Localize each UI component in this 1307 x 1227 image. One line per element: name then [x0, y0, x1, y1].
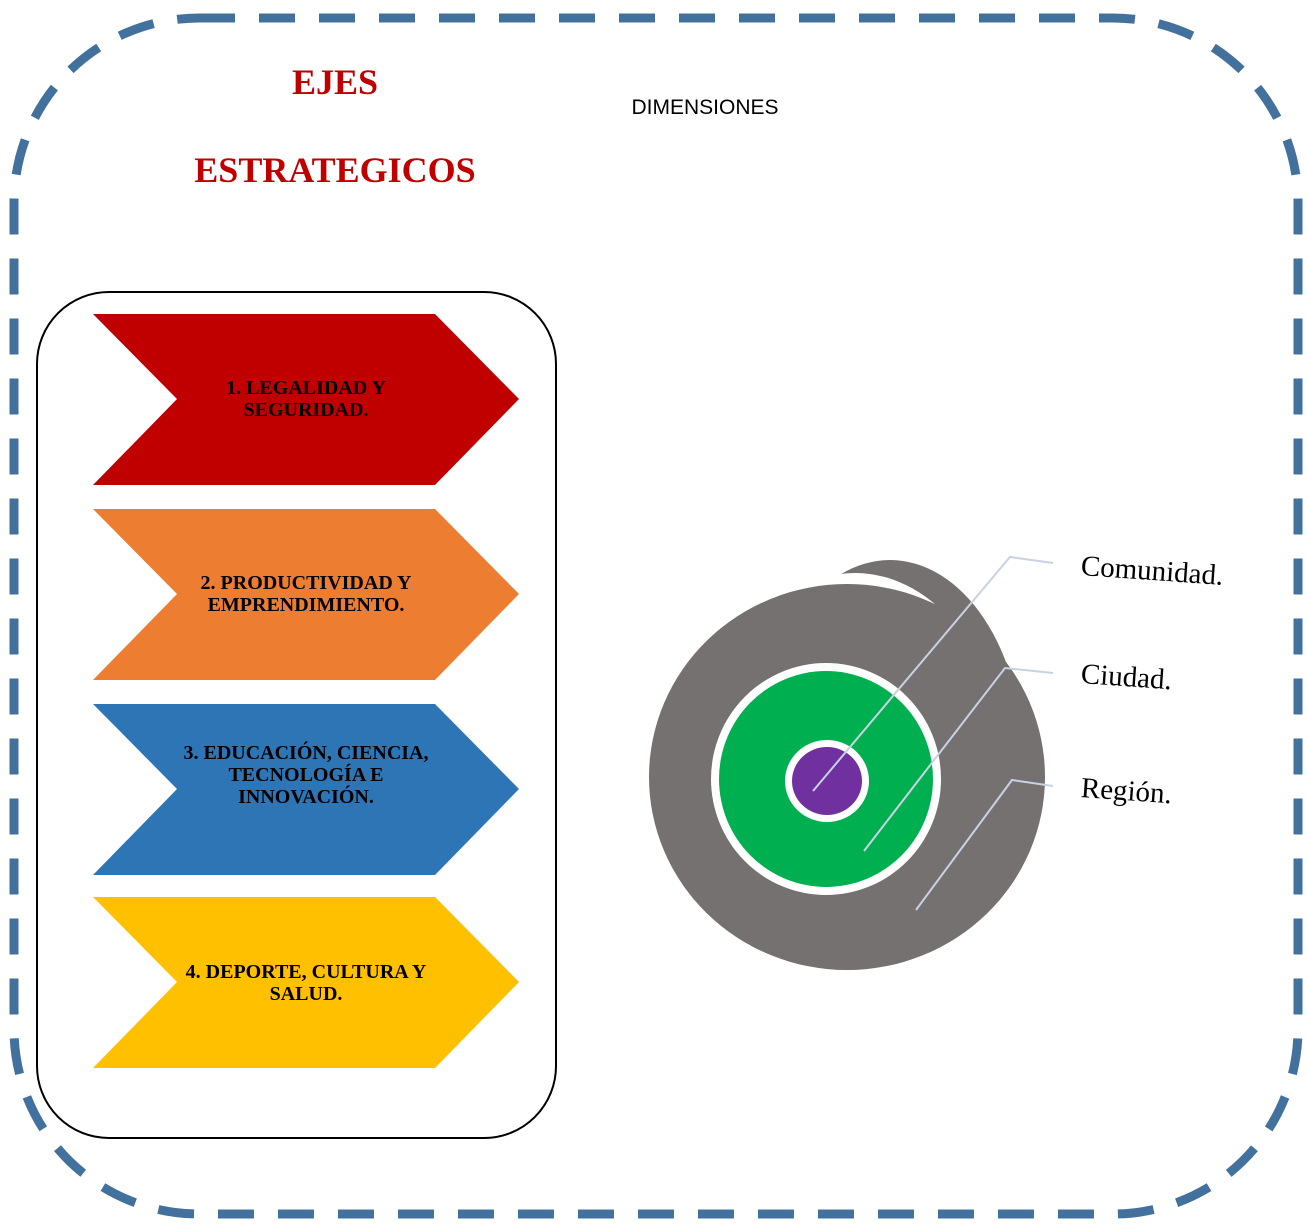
leader-line-city [863, 666, 1054, 852]
dimensions-disc [649, 560, 1045, 977]
leader-line-community [812, 555, 1054, 792]
axis-chevron-1 [93, 314, 519, 485]
axis-chevron-3 [93, 704, 519, 875]
axis-chevron-2 [93, 509, 519, 680]
title-line-2: ESTRATEGICOS [194, 150, 476, 190]
title-line-1: EJES [291, 62, 379, 102]
leader-line-region [915, 778, 1054, 911]
community-core [792, 747, 862, 815]
outer-dashed-frame [9, 13, 1303, 1219]
dimension-label-city: Ciudad. [1079, 658, 1173, 697]
dimension-label-region: Región. [1079, 772, 1173, 811]
axis-label-1: 1. LEGALIDAD Y SEGURIDAD. [226, 377, 386, 421]
axis-label-2: 2. PRODUCTIVIDAD Y EMPRENDIMIENTO. [200, 572, 412, 616]
axis-label-4: 4. DEPORTE, CULTURA Y SALUD. [185, 961, 427, 1005]
dimensions-label: DIMENSIONES [631, 96, 779, 119]
axis-chevron-4 [93, 897, 519, 1068]
axis-label-3: 3. EDUCACIÓN, CIENCIA, TECNOLOGÍA E INNO… [183, 742, 429, 808]
